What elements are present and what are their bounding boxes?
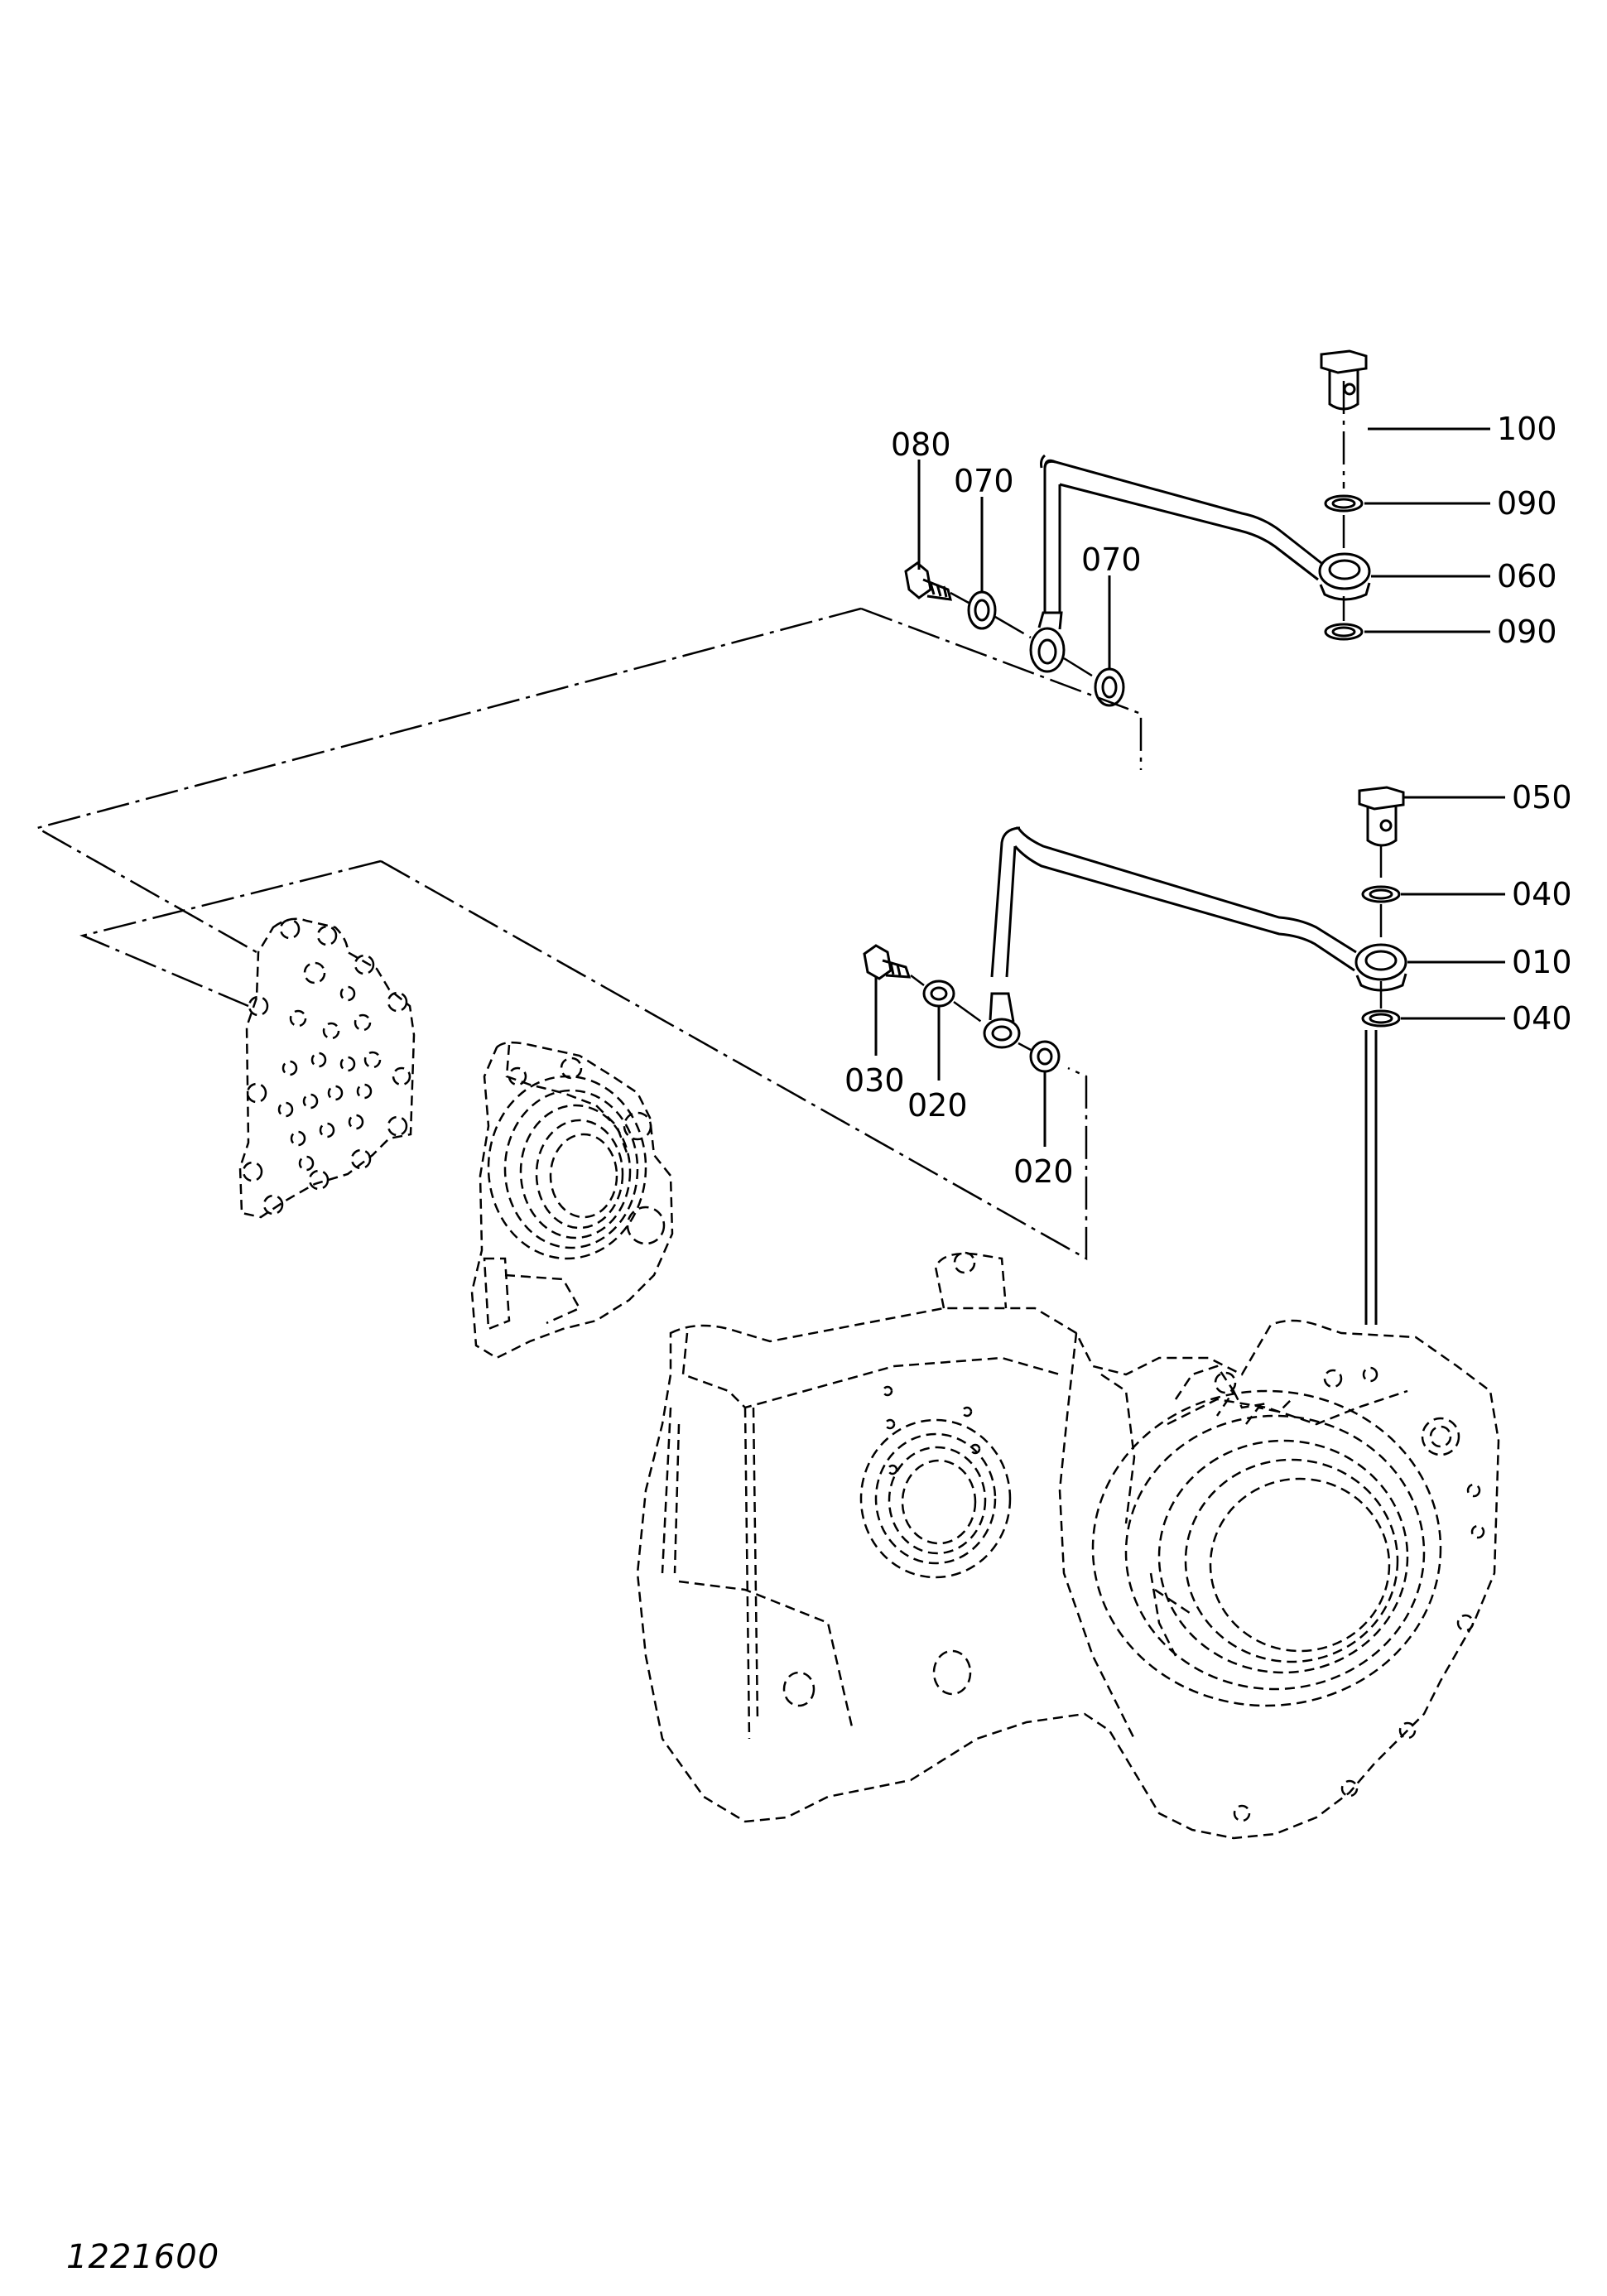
callout-100: 100 xyxy=(1497,411,1557,447)
callout-020-left: 020 xyxy=(907,1087,968,1124)
lower-pipe-assembly xyxy=(863,786,1407,1325)
valve-plate-gasket xyxy=(238,917,416,1219)
callout-040-upper: 040 xyxy=(1512,876,1572,912)
washer-090-lower xyxy=(1324,623,1364,641)
banjo-bolt-050 xyxy=(1358,786,1405,847)
pipe-eye-upper-left xyxy=(1029,611,1066,673)
callout-070-left: 070 xyxy=(954,463,1014,499)
callout-080: 080 xyxy=(891,426,951,463)
washer-070-right xyxy=(1094,667,1125,707)
callout-050: 050 xyxy=(1512,779,1572,816)
washer-020-right xyxy=(1029,1040,1061,1073)
transmission-housing xyxy=(636,1251,1500,1840)
washer-070-left xyxy=(967,590,997,630)
callout-040-lower: 040 xyxy=(1512,1000,1572,1037)
pipe-eye-lower-left xyxy=(983,992,1021,1049)
pump-body xyxy=(470,1041,674,1360)
callout-labels: 100 090 060 090 080 070 070 050 040 010 … xyxy=(844,411,1572,1190)
bolt-030 xyxy=(863,944,912,980)
drawing-number: 1221600 xyxy=(66,2238,220,2276)
bolt-080 xyxy=(904,561,952,601)
callout-060: 060 xyxy=(1497,558,1557,594)
callout-020-right: 020 xyxy=(1013,1153,1074,1190)
washer-020-left xyxy=(922,980,955,1008)
callout-010: 010 xyxy=(1512,944,1572,980)
washer-040-lower xyxy=(1361,1009,1401,1028)
callout-090-lower: 090 xyxy=(1497,614,1557,650)
callout-leaders xyxy=(874,427,1505,1147)
callout-090-upper: 090 xyxy=(1497,485,1557,522)
washer-090-upper xyxy=(1324,494,1364,513)
callout-030: 030 xyxy=(844,1062,905,1099)
callout-070-right: 070 xyxy=(1081,542,1142,578)
reference-lines xyxy=(34,607,1143,1261)
washer-040-upper xyxy=(1361,885,1401,903)
pipe-eye-060 xyxy=(1318,552,1371,601)
